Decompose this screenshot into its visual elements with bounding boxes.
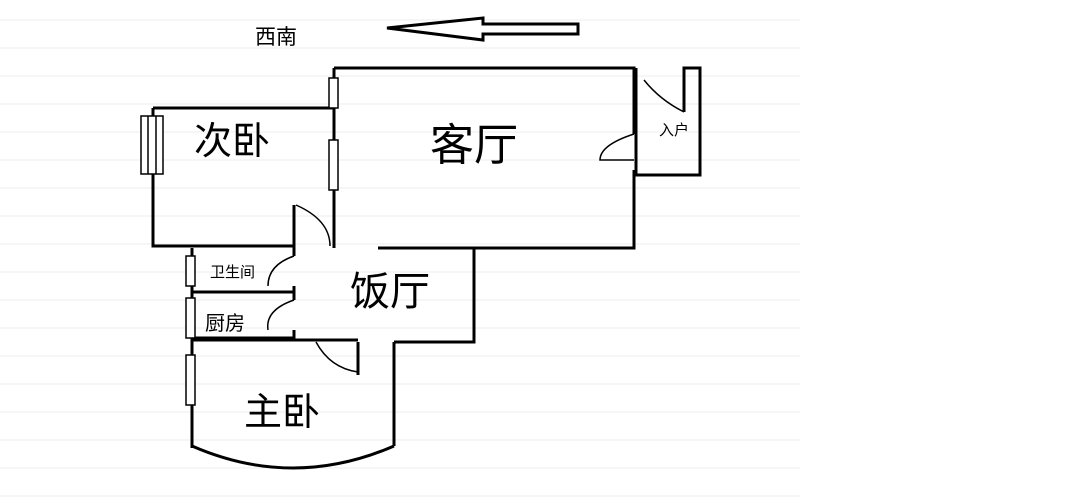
master-bedroom-label: 主卧 — [244, 390, 321, 434]
compass-label: 西南 — [255, 25, 297, 49]
door-swings — [267, 79, 685, 373]
dining-room-label: 饭厅 — [350, 269, 430, 315]
bathroom-label: 卫生间 — [210, 263, 256, 281]
windows — [140, 77, 339, 406]
second-bedroom-label: 次卧 — [194, 119, 271, 163]
kitchen-label: 厨房 — [205, 311, 245, 335]
entrance-label: 入户 — [659, 121, 690, 139]
watermark-pattern — [0, 19, 800, 497]
arrow-left-icon — [386, 16, 580, 42]
living-room-label: 客厅 — [430, 120, 518, 171]
